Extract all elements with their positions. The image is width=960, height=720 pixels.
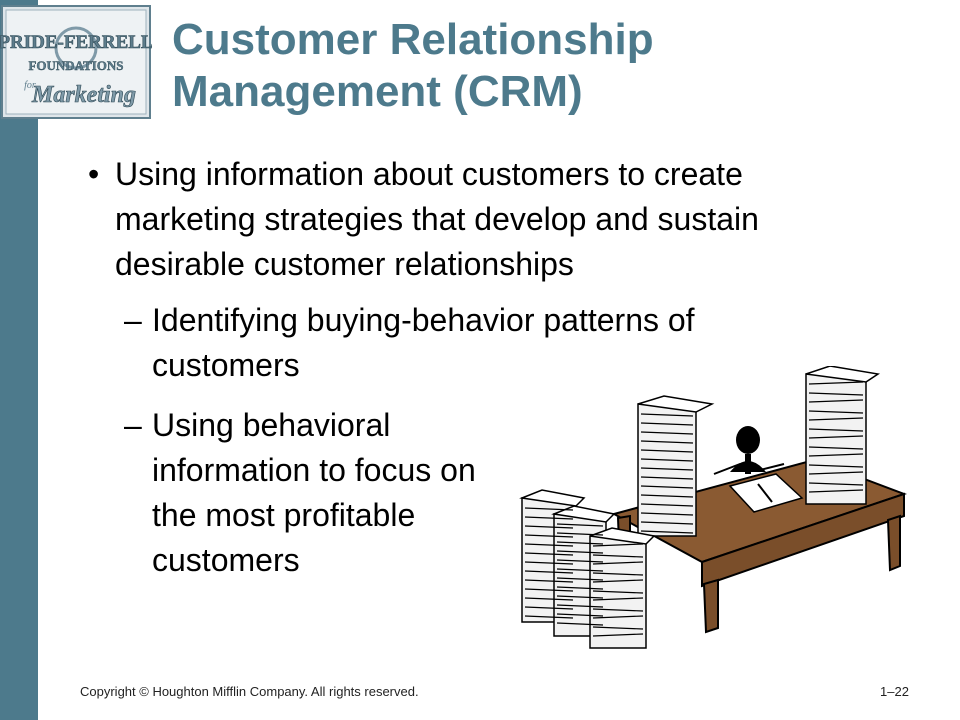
- bullet-text: Using information about customers to cre…: [115, 156, 759, 282]
- footer-copyright: Copyright © Houghton Mifflin Company. Al…: [80, 684, 419, 699]
- bullet-marker: •: [88, 156, 100, 192]
- sub-bullet-marker: –: [124, 407, 142, 443]
- svg-text:FOUNDATIONS: FOUNDATIONS: [28, 58, 123, 73]
- footer-page-number: 1–22: [880, 684, 909, 699]
- sub-bullet-item: – Identifying buying-behavior patterns o…: [124, 298, 804, 388]
- bullet-item: • Using information about customers to c…: [88, 152, 878, 287]
- svg-text:for: for: [24, 80, 36, 91]
- title-line-2: Management (CRM): [172, 67, 583, 116]
- sub-bullet-item: – Using behavioral information to focus …: [124, 403, 494, 583]
- desk-front: [701, 492, 905, 588]
- slide-title: Customer Relationship Management (CRM): [172, 14, 932, 118]
- sub-bullet-marker: –: [124, 302, 142, 338]
- desk-illustration: [519, 366, 907, 649]
- person-figure: [713, 426, 785, 475]
- svg-text:PRIDE-FERRELL: PRIDE-FERRELL: [0, 32, 152, 53]
- side-accent-bar: [0, 0, 38, 720]
- svg-text:Marketing: Marketing: [31, 82, 136, 108]
- title-line-1: Customer Relationship: [172, 15, 654, 64]
- sub-bullet-text: Identifying buying-behavior patterns of …: [152, 302, 695, 383]
- sub-bullet-text: Using behavioral information to focus on…: [152, 407, 476, 578]
- paper-stack-right: [805, 366, 880, 505]
- pride-ferrell-logo: PRIDE-FERRELL FOUNDATIONS for Marketing: [0, 5, 152, 119]
